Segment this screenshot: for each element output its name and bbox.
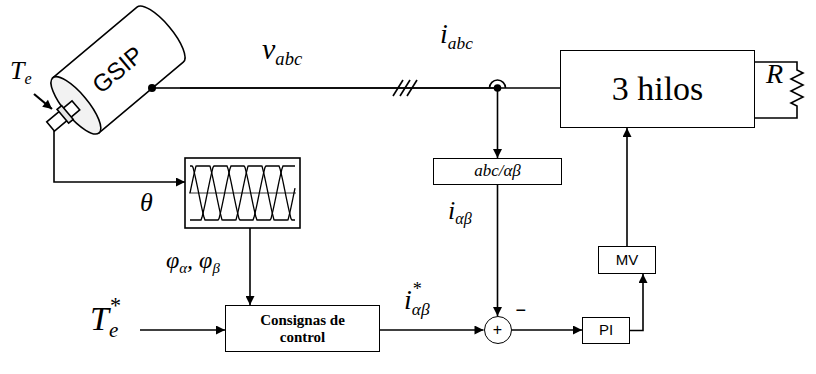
signal-label: Te* [90, 302, 118, 341]
signal-connector [512, 329, 583, 331]
label-part: * [110, 295, 121, 317]
label-part: αβ [455, 210, 471, 227]
label-part: T [90, 300, 109, 337]
label-part: i [440, 18, 448, 49]
label-part: e* [109, 318, 118, 342]
waveform-trace [190, 166, 295, 220]
angle-wire [54, 131, 185, 182]
label-part: v [262, 32, 275, 65]
node-text: abc/αβ [474, 162, 521, 181]
transform-box: abc/αβ [433, 158, 562, 185]
waveform-box [185, 158, 300, 228]
signal-connector [630, 274, 643, 331]
label-part: αβ* [412, 300, 430, 319]
label-part: T [10, 56, 24, 85]
label-part: i [448, 196, 455, 225]
label-part: β [212, 260, 219, 276]
pi-controller-box: PI [582, 317, 630, 344]
node-text: PI [599, 322, 613, 339]
label-part: α [179, 260, 187, 276]
label-part: φ [166, 247, 179, 273]
label-part: abc [275, 48, 302, 69]
summing-junction: +− [484, 316, 512, 344]
signal-label: Te [10, 58, 32, 87]
label-part: e [24, 70, 31, 87]
label-part: * [413, 280, 422, 298]
signal-label: θ [140, 190, 153, 216]
signal-label: vabc [262, 34, 302, 69]
signal-connector [497, 185, 499, 316]
generator-shape: GSIP [30, 0, 180, 145]
signal-connector [626, 128, 628, 246]
label-part: , φ [187, 247, 212, 273]
waveform-trace [190, 166, 295, 220]
flux-wire [249, 228, 251, 305]
signal-label: φα, φβ [166, 248, 220, 276]
signal-label: iαβ* [404, 286, 430, 318]
setpoint-box: Consignas de control [225, 305, 380, 352]
label-part: abc [448, 34, 473, 53]
signal-label: iαβ [448, 198, 472, 227]
torque-arrow [34, 94, 52, 109]
label-part: i [404, 284, 412, 315]
modulation-box: MV [598, 246, 656, 274]
waveform-trace [190, 166, 295, 220]
signal-connector [380, 329, 484, 331]
torque-ref-wire [140, 329, 225, 331]
signal-label: iabc [440, 20, 473, 52]
node-text: 3 hilos [612, 70, 704, 107]
three-wire-box: 3 hilos [560, 50, 755, 128]
signal-connector [180, 88, 498, 158]
node-text: + [493, 321, 502, 339]
signal-label: R [766, 60, 783, 88]
waveform-traces [190, 166, 295, 220]
node-text: − [516, 301, 527, 321]
node-text: Consignas de control [255, 312, 350, 345]
node-text: MV [616, 252, 639, 269]
